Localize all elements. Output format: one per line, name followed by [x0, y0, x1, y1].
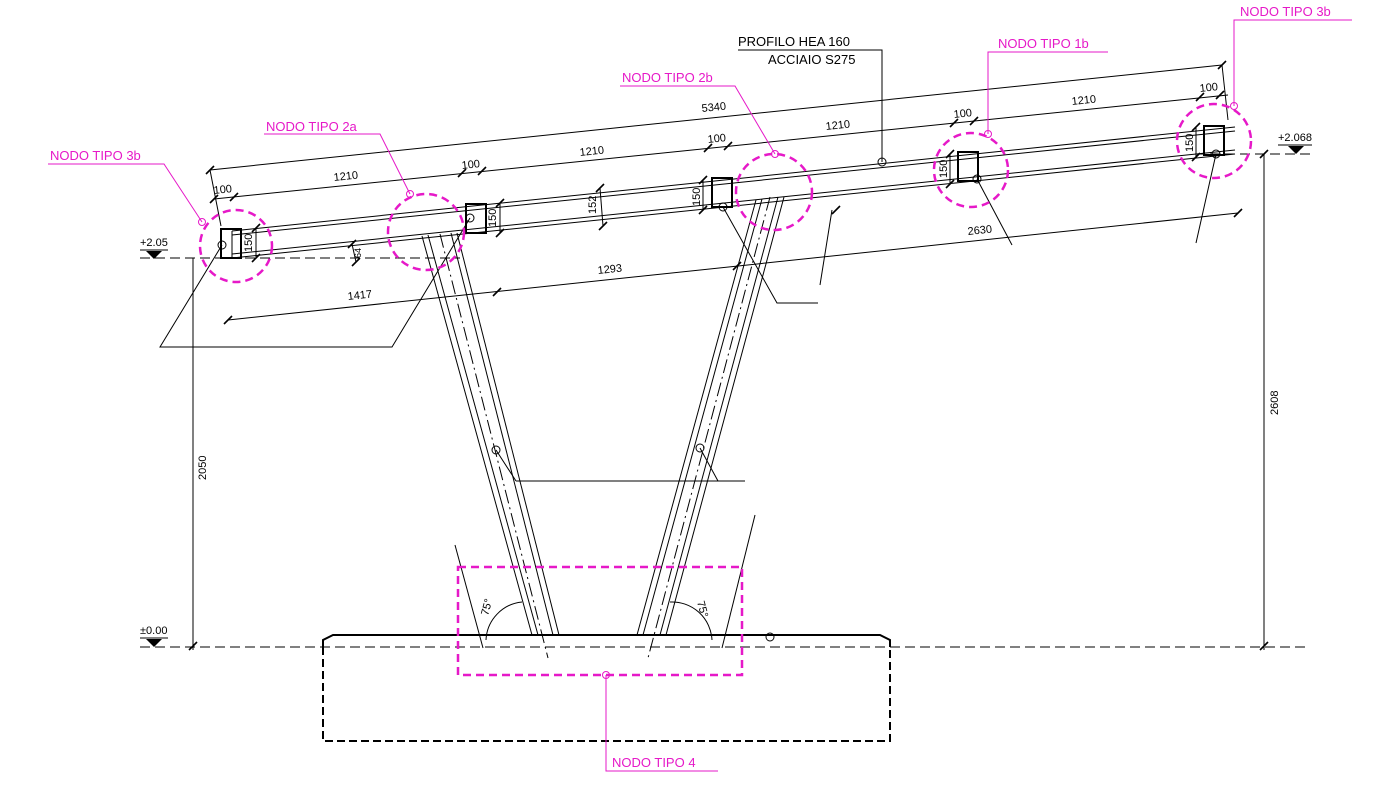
node-circle-1b [932, 131, 1010, 209]
purlins [220, 125, 1225, 259]
level-text-ground: ±0.00 [140, 625, 167, 637]
dim-w1: 100 [213, 183, 233, 197]
node-label-2b: NODO TIPO 2b [620, 70, 779, 158]
purlin-5 [1203, 125, 1225, 156]
dim-span-1: 1210 [333, 169, 359, 183]
dim-w2: 100 [461, 158, 481, 172]
node-label-2a-text: NODO TIPO 2a [266, 119, 358, 134]
dim-span-3: 1210 [825, 118, 851, 132]
angle-left: 75° [454, 544, 523, 649]
dim-height-left: 2050 [188, 258, 209, 651]
dim-small-offset: 64 [347, 239, 363, 267]
node-label-3b-right: NODO TIPO 3b [1230, 4, 1352, 110]
level-marker-left: +2.05 [140, 237, 168, 259]
angle-right-text: 75° [694, 600, 710, 619]
node-label-3b-right-text: NODO TIPO 3b [1240, 4, 1331, 19]
level-text-right: +2.068 [1278, 132, 1312, 144]
node-label-2a: NODO TIPO 2a [264, 119, 414, 198]
dim-h1: 150 [243, 234, 255, 252]
node-rect-4 [456, 565, 744, 677]
dim-overhang-right: 2630 [967, 223, 993, 237]
left-leg [421, 232, 560, 659]
node-highlights [198, 102, 1253, 677]
dim-total-top-text: 5340 [701, 100, 727, 114]
dim-beam-depth-text: 152 [587, 196, 599, 214]
node-label-3b-left: NODO TIPO 3b [48, 148, 206, 226]
level-text-left: +2.05 [140, 237, 168, 249]
dim-h4: 150 [938, 160, 950, 178]
angle-left-text: 75° [479, 598, 495, 617]
node-circle-3b-right [1175, 102, 1253, 180]
node-label-1b: NODO TIPO 1b [984, 36, 1108, 138]
dim-span-2: 1210 [579, 144, 605, 158]
dim-purlin-spacing: 100 100 100 100 100 1210 1210 1210 1210 [209, 81, 1229, 204]
purlin-4 [957, 151, 979, 182]
dim-overhang-left: 1417 [347, 288, 373, 302]
leader-lines [159, 49, 1217, 482]
node-label-3b-left-text: NODO TIPO 3b [50, 148, 141, 163]
dim-lower: 1417 1293 2630 [223, 205, 1243, 325]
dim-purlin-heights: 150 150 150 150 150 [243, 122, 1201, 263]
purlin-1 [220, 228, 242, 259]
dim-w5: 100 [1199, 81, 1219, 95]
node-label-4: NODO TIPO 4 [602, 671, 718, 772]
dim-height-right: 2608 [1259, 149, 1281, 651]
main-beam [231, 126, 1236, 259]
node-label-4-text: NODO TIPO 4 [612, 755, 696, 770]
level-marker-right: +2.068 [1278, 132, 1312, 154]
dim-h5: 150 [1184, 134, 1196, 152]
angle-right: 75° [669, 514, 756, 649]
dim-between-legs: 1293 [597, 262, 623, 276]
dim-h2: 150 [487, 209, 499, 227]
node-circle-2b [734, 152, 814, 232]
dim-beam-depth: 152 [587, 183, 608, 231]
node-circle-2a [386, 192, 466, 272]
dim-w4: 100 [953, 107, 973, 121]
dim-span-4: 1210 [1071, 93, 1097, 107]
dim-w3: 100 [707, 132, 727, 146]
node-circle-3b-left [198, 208, 274, 284]
steel-label: ACCIAIO S275 [768, 52, 855, 67]
dim-h3: 150 [691, 188, 703, 206]
dim-height-left-text: 2050 [197, 456, 209, 480]
purlin-3 [711, 177, 733, 208]
node-label-2b-text: NODO TIPO 2b [622, 70, 713, 85]
profile-label: PROFILO HEA 160 [738, 34, 850, 49]
node-label-1b-text: NODO TIPO 1b [998, 36, 1089, 51]
reference-markers [217, 149, 1221, 642]
right-leg [636, 196, 785, 659]
dim-small-offset-text: 64 [353, 248, 363, 258]
level-marker-ground: ±0.00 [140, 625, 168, 647]
dim-height-right-text: 2608 [1269, 391, 1281, 415]
